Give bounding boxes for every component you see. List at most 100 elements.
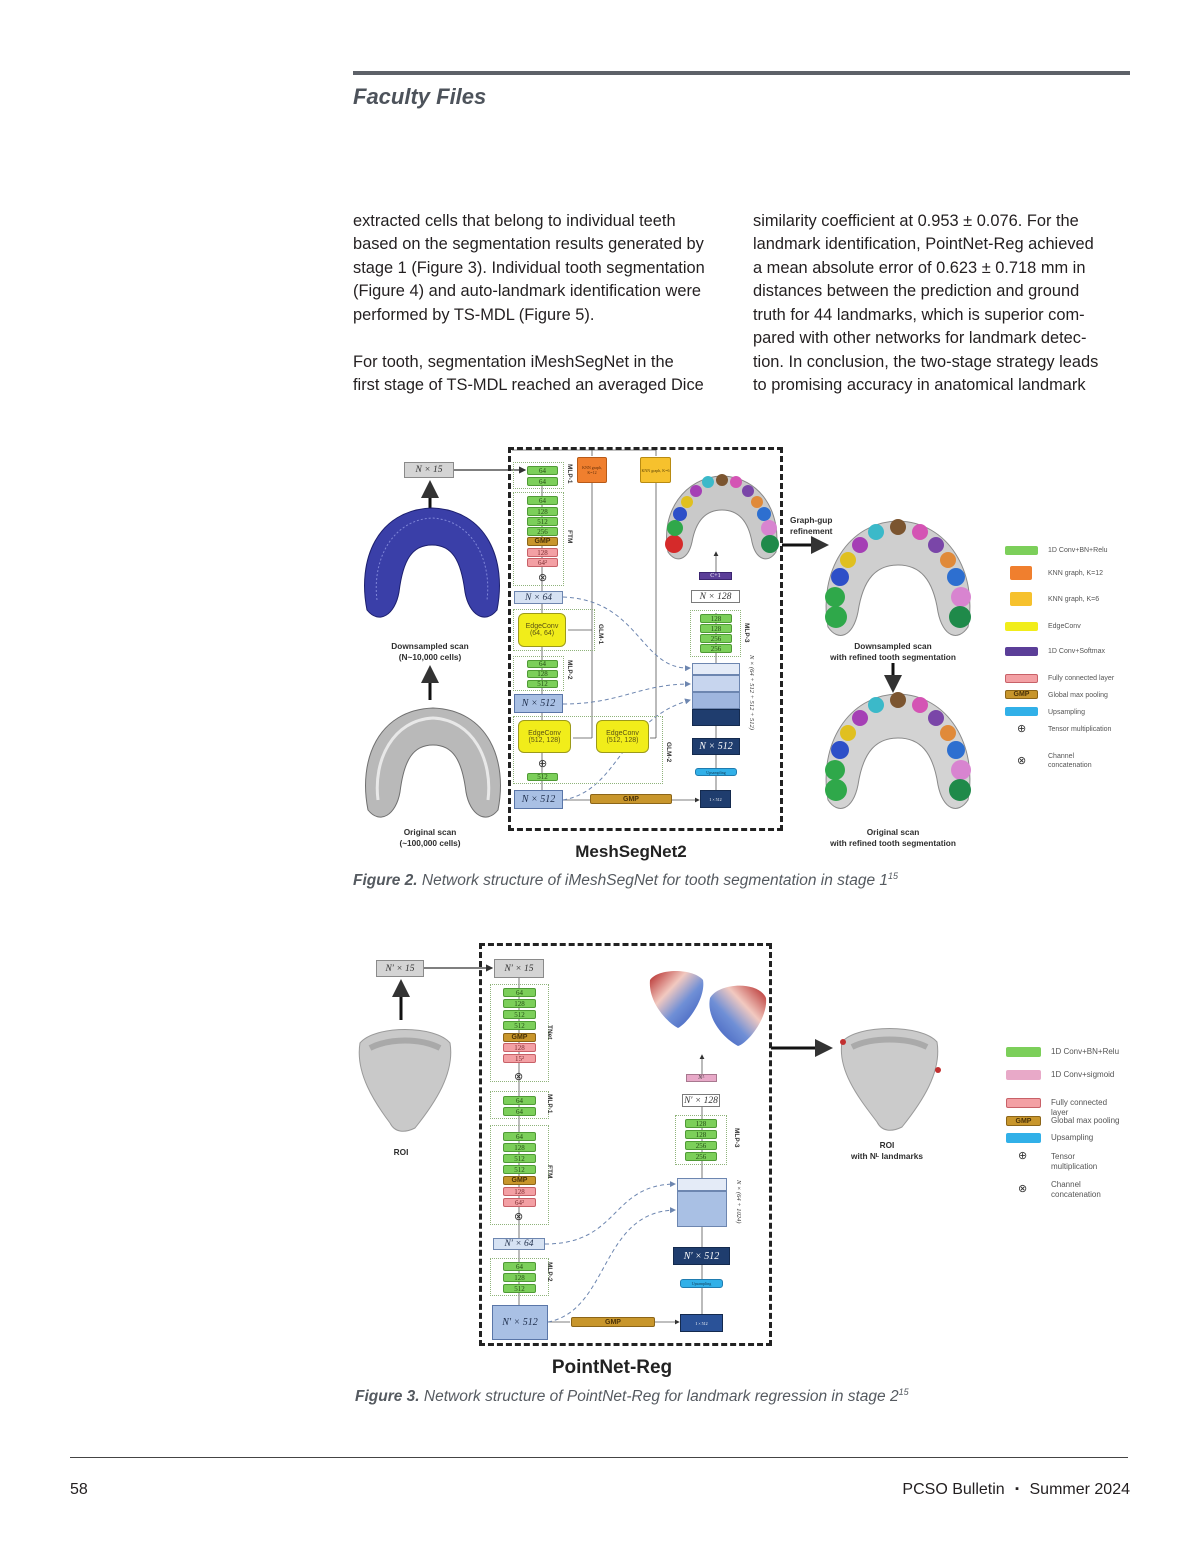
label-line: Downsampled scan [391,641,469,651]
legend-label: Upsampling [1048,709,1085,716]
label-line: with Nᴸ landmarks [851,1151,923,1161]
legend-swatch [1006,1047,1041,1057]
fc-block: 128 [503,1187,536,1196]
softmax-block: C+1 [699,572,732,580]
label-line: refinement [790,526,833,536]
layer-block: 256 [527,527,558,536]
text-line: For tooth, segmentation iMeshSegNet in t… [353,353,674,371]
mlp1-group [513,462,564,489]
landmark-heatmap-image [649,971,767,1046]
layer-block: 512 [503,1165,536,1174]
channel-concat-icon: ⊗ [1018,1183,1028,1195]
text-line: truth for 44 landmarks, which is superio… [753,306,1085,324]
legend-swatch: GMP [1005,690,1038,699]
edgeconv-block: EdgeConv(512, 128) [518,720,571,753]
edgeconv-block: EdgeConv(512, 128) [596,720,649,753]
layer-block: 128 [685,1130,717,1139]
legend-label: Tensor multiplication [1051,1152,1098,1171]
layer-block: 512 [527,680,558,688]
n512-dark-block: N′ × 512 [673,1247,730,1265]
legend-label: KNN graph, K=6 [1048,596,1100,603]
layer-block: 64 [503,1262,536,1271]
n128-block: N′ × 128 [682,1094,720,1107]
label-line: (~100,000 cells) [399,838,461,848]
layer-block: 128 [527,670,558,678]
knn-graph-k6-block: KNN graph, K=6 [640,457,671,483]
mlp2-group [513,656,564,691]
label-line: with refined tooth segmentation [830,838,956,848]
legend-label: Global max pooling [1051,1116,1120,1125]
n128-block: N × 128 [691,590,740,603]
n512-block: N × 512 [514,790,563,809]
refined-downsampled-teeth-image [825,519,971,636]
gmp-block: GMP [590,794,672,804]
legend-swatch [1005,674,1038,683]
caption-reference: 15 [898,1387,909,1397]
concat-dimension-label: N × (64 + 1024) [735,1180,742,1224]
layer-block: 512 [527,773,558,781]
label-line: Graph-gup [790,515,833,525]
block-text: (512, 128) [606,736,639,744]
legend-label: Fully connected layer [1051,1098,1108,1117]
roi-label: ROI [393,1147,409,1157]
label-line: (N~10,000 cells) [398,652,462,662]
original-scan-image [365,707,501,818]
caption-text: Network structure of PointNet-Reg for la… [419,1388,899,1406]
mlp2-group [490,1258,549,1296]
segmented-teeth-image [665,474,779,560]
text-line: similarity coefficient at 0.953 ± 0.076.… [753,212,1079,230]
block-text: (512, 128) [528,736,561,744]
layer-block: 128 [503,999,536,1008]
label-line: Downsampled scan [854,641,932,651]
text-line: a mean absolute error of 0.623 ± 0.718 m… [753,259,1086,277]
figure-3-caption: Figure 3. Network structure of PointNet-… [355,1387,909,1406]
legend-label: 1D Conv+BN+Relu [1048,547,1108,554]
legend-swatch [1006,1070,1041,1080]
mlp1-group [490,1091,549,1119]
upsampling-block: Upsampling [680,1279,723,1288]
layer-block: 256 [700,634,732,643]
sigmoid-block: Nᴸ [686,1074,717,1082]
figure-3-title: PointNet-Reg [551,1357,673,1378]
layer-block: 64 [503,988,536,997]
label-line: with refined tooth segmentation [830,652,956,662]
mlp3-group [690,610,741,657]
tnet-label: TNet [546,1025,553,1040]
text-line: based on the segmentation results genera… [353,235,704,253]
legend-label: EdgeConv [1048,623,1081,630]
block-text: EdgeConv [528,729,561,737]
header-rule [353,71,1130,75]
label-line: Original scan [403,827,457,837]
text-line: to promising accuracy in anatomical land… [753,376,1086,394]
legend-swatch [1010,592,1032,606]
tensor-multiplication-icon: ⊕ [1018,1150,1028,1162]
edgeconv-block: EdgeConv(64, 64) [518,613,566,647]
legend-swatch [1005,546,1038,555]
input-box: N′ × 15 [494,959,544,978]
block-text: (64, 64) [529,630,555,637]
ftm-group [513,492,564,586]
gmp-block: GMP [571,1317,655,1327]
knn-graph-k12-block: KNN graph, K=12 [577,457,607,483]
issue-label: Summer 2024 [1029,1481,1131,1498]
vector-block: 1 × 512 [700,790,731,808]
legend-label: 1D Conv+Softmax [1048,648,1105,655]
n512-dark-block: N × 512 [692,738,740,755]
text-line: tion. In conclusion, the two-stage strat… [753,353,1099,371]
block-text: EdgeConv [525,623,559,630]
roi-tooth-image [358,1029,452,1132]
layer-block: 128 [685,1119,717,1128]
label-line: ROI [879,1140,895,1150]
layer-block: 128 [503,1143,536,1152]
legend-swatch: GMP [1006,1116,1041,1126]
mlp1-label: MLP-1 [546,1094,553,1114]
legend-swatch [1006,1133,1041,1143]
legend-label: Global max pooling [1048,692,1108,699]
legend-label: 1D Conv+BN+Relu [1051,1047,1120,1056]
legend-label: Upsampling [1051,1133,1094,1142]
upsampling-block: Upsampling [695,768,737,776]
